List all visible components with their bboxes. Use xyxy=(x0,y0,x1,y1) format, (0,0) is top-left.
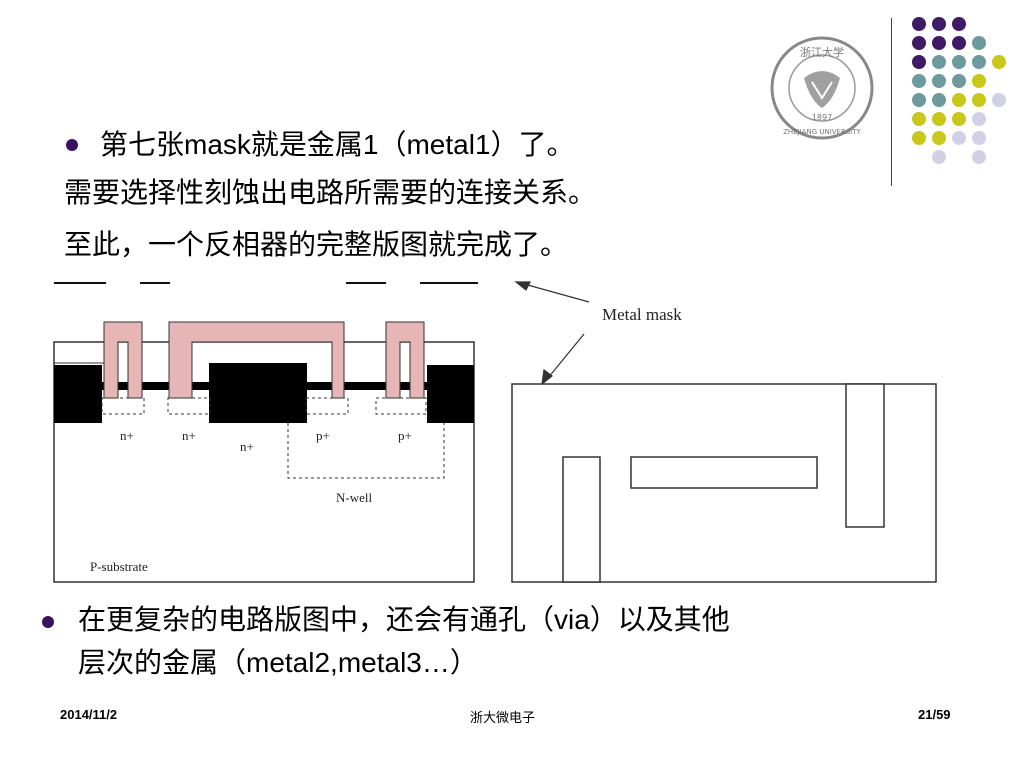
dot xyxy=(952,112,966,126)
dot xyxy=(952,74,966,88)
dot xyxy=(932,55,946,69)
label-n-plus-1: n+ xyxy=(120,428,134,443)
dot xyxy=(912,131,926,145)
dot xyxy=(952,55,966,69)
dot xyxy=(912,55,926,69)
dot xyxy=(972,112,986,126)
university-logo: 浙江大学 1897 ZHEJIANG UNIVERSITY xyxy=(768,34,876,142)
dot xyxy=(972,36,986,50)
bullet-marker xyxy=(66,139,78,151)
dot xyxy=(932,17,946,31)
label-p-plus-2: p+ xyxy=(398,428,412,443)
body-line-3: 至此，一个反相器的完整版图就完成了。 xyxy=(64,229,569,260)
bullet-marker xyxy=(42,616,54,628)
bullet-text-1: 第七张mask就是金属1（metal1）了。 xyxy=(100,129,575,160)
label-n-plus-2: n+ xyxy=(182,428,196,443)
dot xyxy=(952,36,966,50)
dot xyxy=(912,36,926,50)
label-substrate: P-substrate xyxy=(90,559,148,574)
label-n-plus-3: n+ xyxy=(240,439,254,454)
dot xyxy=(912,112,926,126)
label-nwell: N-well xyxy=(336,490,372,505)
logo-chinese: 浙江大学 xyxy=(800,45,844,59)
dot xyxy=(932,74,946,88)
footer-center: 浙大微电子 xyxy=(470,710,536,725)
label-p-plus-1: p+ xyxy=(316,428,330,443)
dot xyxy=(932,36,946,50)
dot xyxy=(912,93,926,107)
dot xyxy=(972,93,986,107)
dot xyxy=(932,93,946,107)
body-line-2: 需要选择性刻蚀出电路所需要的连接关系。 xyxy=(64,177,597,208)
dot xyxy=(912,74,926,88)
logo-year: 1897 xyxy=(812,113,832,122)
footer-page-number: 21/59 xyxy=(918,707,951,722)
dot xyxy=(952,17,966,31)
dot xyxy=(972,55,986,69)
dot xyxy=(972,131,986,145)
logo-name: ZHEJIANG UNIVERSITY xyxy=(783,128,862,136)
dot xyxy=(952,93,966,107)
dot xyxy=(912,17,926,31)
dot xyxy=(952,131,966,145)
label-metal-mask: Metal mask xyxy=(602,305,682,324)
dot xyxy=(992,55,1006,69)
bullet-text-2-line-2: 层次的金属（metal2,metal3…） xyxy=(78,647,478,678)
dot xyxy=(992,93,1006,107)
footer-date: 2014/11/2 xyxy=(60,707,118,722)
dot xyxy=(932,150,946,164)
dot xyxy=(972,74,986,88)
header-divider xyxy=(891,18,892,186)
bullet-text-2-line-1: 在更复杂的电路版图中，还会有通孔（via）以及其他 xyxy=(78,604,730,635)
metal-mask-figure: n+ n+ n+ p+ p+ N-well P-substrate Metal … xyxy=(44,270,954,588)
dot xyxy=(972,150,986,164)
dot xyxy=(932,131,946,145)
dot xyxy=(932,112,946,126)
